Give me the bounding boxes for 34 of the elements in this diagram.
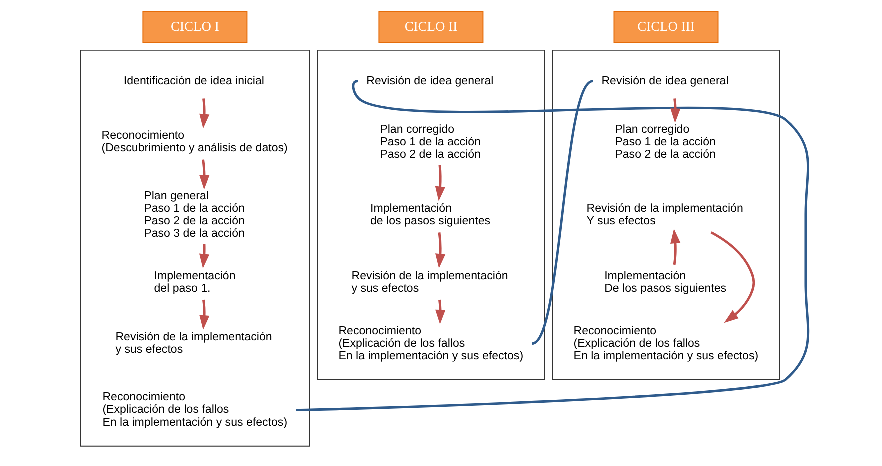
cluster xyxy=(552,50,780,380)
node-box: CICLO I xyxy=(142,11,248,44)
node-text: Reconocimiento (Explicación de los fallos En la implementación y sus efectos) xyxy=(102,392,288,429)
node-text: Implementación de los pasos siguientes xyxy=(370,202,491,228)
arrow xyxy=(199,244,210,269)
cluster xyxy=(317,50,546,380)
connector xyxy=(296,80,810,412)
arrow xyxy=(200,160,210,190)
arrow xyxy=(710,232,756,324)
node-text: Identificación de idea inicial xyxy=(124,75,264,88)
node-box: CICLO III xyxy=(614,11,719,44)
node-text: Revisión de idea general xyxy=(366,75,494,88)
node-text: Revisión de idea general xyxy=(602,75,729,88)
node-text: Revisión de la implementación y sus efectos xyxy=(116,332,272,356)
node-text: Revisión de la implementación Y sus efectos xyxy=(586,202,744,228)
cluster xyxy=(80,50,310,447)
arrow xyxy=(670,229,681,266)
node-text: Plan corregido Paso 1 de la acción Paso 2 de la acción xyxy=(380,124,481,161)
node-box: CICLO II xyxy=(378,11,484,44)
node-text: Implementación del paso 1. xyxy=(154,270,236,295)
node-text: Revisión de la implementación y sus efectos xyxy=(352,270,508,295)
node-text: Implementación De los pasos siguientes xyxy=(604,270,727,295)
arrow xyxy=(436,232,446,269)
node-text: Reconocimiento (Descubrimiento y análisis de datos) xyxy=(102,130,288,155)
arrow xyxy=(435,165,446,202)
node-text: Reconocimiento (Explicación de los fallos En la implementación y sus efectos) xyxy=(574,325,759,362)
arrow xyxy=(670,98,681,124)
arrow xyxy=(200,98,210,129)
node-text: Plan corregido Paso 1 de la acción Paso 2 de la acción xyxy=(615,124,716,161)
arrow xyxy=(436,300,446,324)
connector xyxy=(532,80,594,345)
node-text: Reconocimiento (Explicación de los fallos En la implementación y sus efectos) xyxy=(338,325,524,362)
node-text: Plan general Paso 1 de la acción Paso 2 de la acción Paso 3 de la acción xyxy=(144,190,245,240)
arrow xyxy=(200,300,210,330)
